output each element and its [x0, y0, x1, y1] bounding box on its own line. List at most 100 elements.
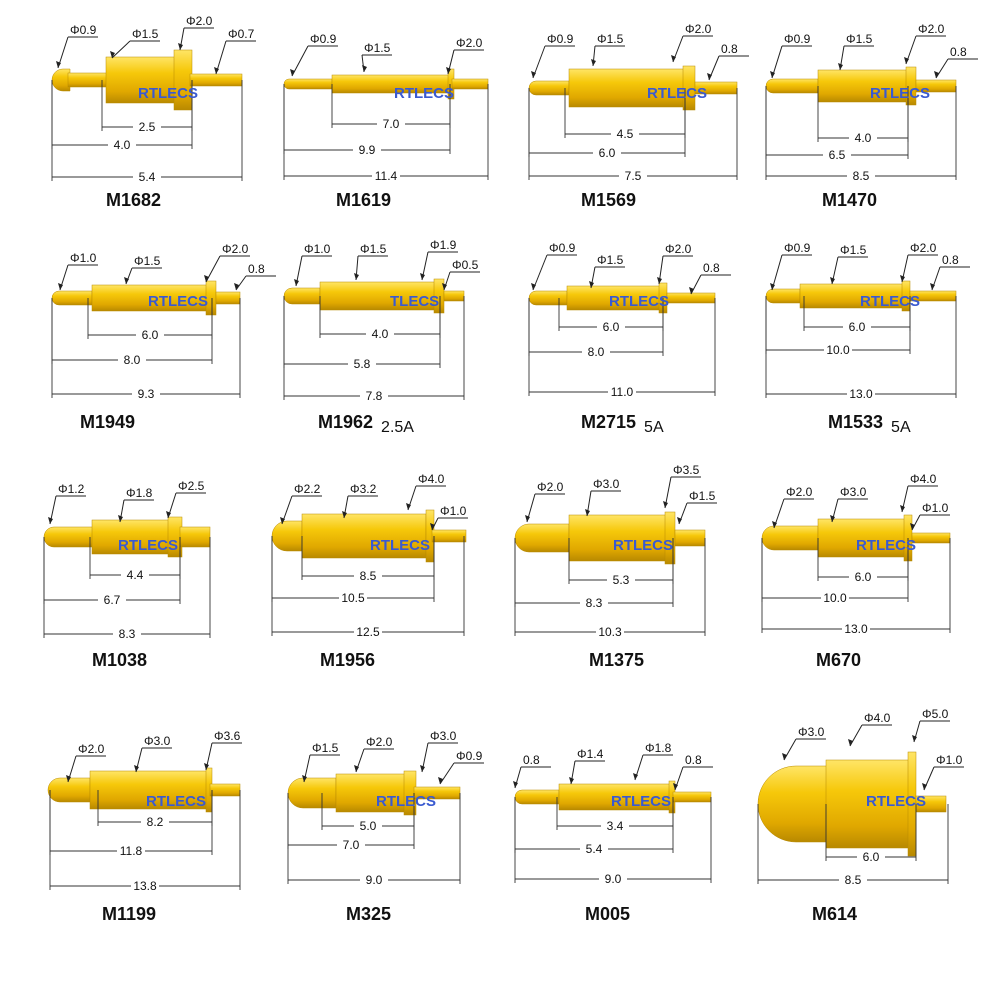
diameter-label: Φ0.9: [531, 241, 577, 291]
dimension-label-bg: [353, 143, 381, 156]
diameter-label: 0.8: [707, 42, 749, 81]
diameter-text: Φ1.9: [430, 238, 457, 252]
leader-arrow: [930, 283, 935, 290]
diameter-text: Φ1.0: [440, 504, 467, 518]
dimension-label-bg: [131, 879, 159, 892]
leader-arrow: [234, 283, 239, 290]
model-name: M1375: [589, 650, 644, 670]
diameter-text: Φ1.5: [364, 41, 391, 55]
diameter-text: Φ3.0: [430, 729, 457, 743]
length-dimension: 8.0: [51, 298, 213, 367]
diameter-label: Φ3.0: [420, 729, 458, 773]
watermark-text: RTLECS: [647, 85, 707, 102]
watermark-text: RTLECS: [860, 293, 920, 310]
dimension-text: 10.0: [826, 343, 850, 357]
dimension-text: 8.2: [147, 815, 164, 829]
model-name: M1949: [80, 412, 135, 432]
dimension-text: 13.8: [133, 879, 157, 893]
leader-arrow: [673, 783, 678, 790]
leader-arrow: [770, 71, 775, 78]
diameter-text: Φ2.0: [366, 735, 393, 749]
diameter-label: Φ3.0: [782, 725, 826, 761]
watermark-text: RTLECS: [138, 85, 198, 102]
diameter-label: Φ1.5: [302, 741, 340, 783]
dimension-label-bg: [113, 627, 141, 640]
diameter-label: Φ0.5: [442, 258, 480, 291]
leader-arrow: [354, 273, 359, 280]
diameter-text: 0.8: [248, 262, 265, 276]
leader-arrow: [420, 273, 425, 280]
model-name: M2715: [581, 412, 636, 432]
dimension-text: 6.0: [855, 570, 872, 584]
pin-segment: [761, 525, 819, 551]
diameter-text: 0.8: [942, 253, 959, 267]
diameter-label: Φ1.5: [838, 32, 874, 71]
dimension-label-bg: [849, 131, 877, 144]
leader-arrow: [671, 55, 676, 62]
dimension-label-bg: [117, 844, 145, 857]
length-dimension: 9.3: [51, 298, 241, 401]
diameter-label: Φ2.0: [204, 242, 250, 283]
dimension-label-bg: [823, 148, 851, 161]
model-name: M1038: [92, 650, 147, 670]
dimension-text: 6.0: [863, 850, 880, 864]
leader-arrow: [442, 283, 447, 290]
pin-segment: [514, 523, 570, 553]
dimension-label-bg: [372, 169, 400, 182]
leader-arrow: [904, 57, 909, 64]
diameter-label: Φ1.5: [124, 254, 162, 285]
diameter-text: Φ0.5: [452, 258, 479, 272]
diameter-text: Φ4.0: [418, 472, 445, 486]
length-dimension: 12.5: [271, 536, 465, 639]
leader-arrow: [56, 61, 61, 68]
pin-segment: [443, 290, 465, 302]
watermark-text: RTLECS: [856, 537, 916, 554]
model-name: M1619: [336, 190, 391, 210]
leader-arrow: [772, 521, 777, 528]
dimension-text: 4.0: [855, 131, 872, 145]
watermark-text: RTLECS: [118, 537, 178, 554]
diameter-label: 0.8: [930, 253, 970, 291]
diameter-text: Φ1.5: [360, 242, 387, 256]
pin-body: [528, 65, 738, 111]
leader-arrow: [633, 773, 638, 780]
diameter-label: Φ3.0: [134, 734, 172, 773]
model-name: M1956: [320, 650, 375, 670]
diameter-label: Φ2.0: [657, 242, 693, 285]
dimension-text: 6.0: [603, 320, 620, 334]
dimension-label-bg: [593, 146, 621, 159]
diameter-text: Φ1.8: [645, 741, 672, 755]
diameter-label: Φ2.0: [354, 735, 394, 773]
diameter-text: 0.8: [685, 753, 702, 767]
dimension-label-bg: [354, 569, 382, 582]
length-dimension: 9.0: [287, 793, 461, 887]
pin-segment: [51, 290, 93, 306]
dimension-label-bg: [842, 622, 870, 635]
dimension-label-bg: [337, 838, 365, 851]
diameter-label: Φ0.9: [531, 32, 575, 79]
diameter-label: Φ4.0: [848, 711, 892, 747]
diameter-label: Φ0.9: [290, 32, 338, 77]
pin-body: [271, 509, 467, 563]
pin-segment: [568, 514, 668, 562]
dimension-label-bg: [619, 169, 647, 182]
dimension-text: 6.0: [849, 320, 866, 334]
leader-arrow: [342, 511, 347, 518]
diameter-text: Φ2.2: [294, 482, 321, 496]
dimension-text: 4.0: [372, 327, 389, 341]
diameter-label: Φ4.0: [406, 472, 446, 511]
length-dimension: 9.9: [283, 84, 451, 157]
pin-segment: [209, 783, 241, 797]
pin-segment: [179, 526, 211, 548]
model-name: M325: [346, 904, 391, 924]
leader-arrow: [657, 277, 662, 284]
model-name: M1199: [102, 904, 156, 924]
dimension-text: 10.5: [341, 591, 365, 605]
diameter-label: Φ1.5: [830, 243, 868, 285]
leader-arrow: [290, 69, 295, 76]
diameter-label: 0.8: [934, 45, 978, 79]
